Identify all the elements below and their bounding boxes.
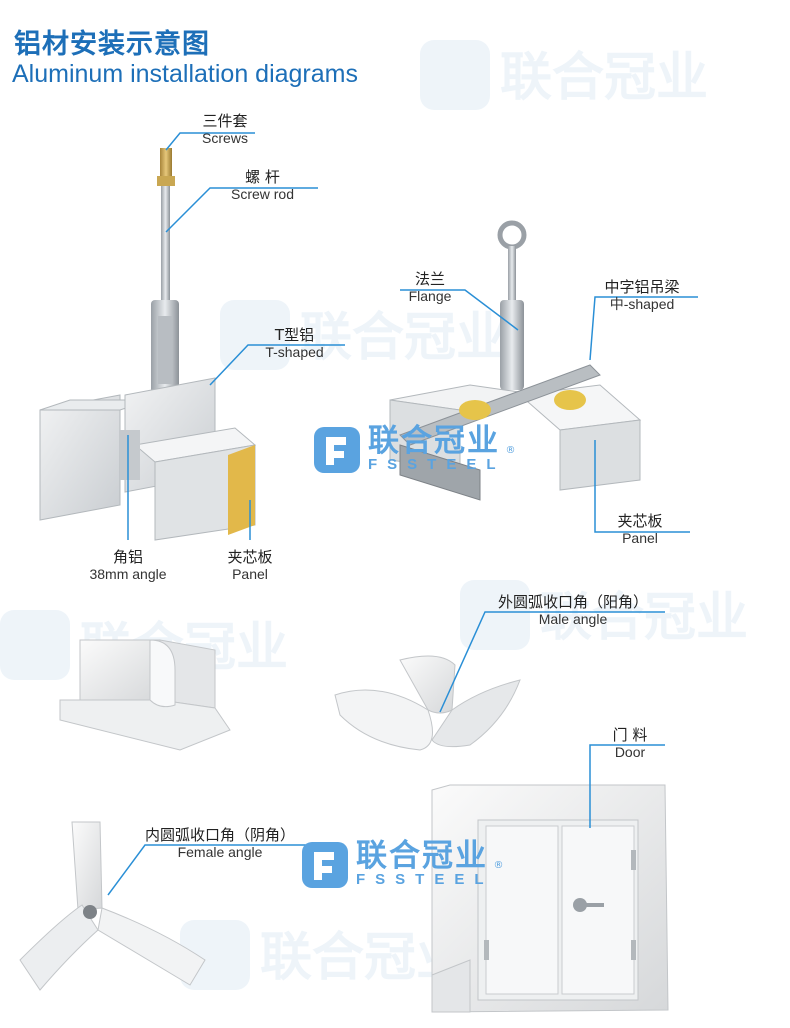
screw-rod-part xyxy=(161,186,170,326)
label-door: 门 料 Door xyxy=(612,726,648,760)
brand-logo-cn: 联合冠业 xyxy=(356,838,488,875)
label-t-shaped: T型铝 T-shaped xyxy=(265,326,324,360)
label-panel-right: 夹芯板 Panel xyxy=(617,512,663,546)
page-title-cn: 铝材安装示意图 xyxy=(14,29,210,60)
label-male-angle: 外圆弧收口角（阳角） Male angle xyxy=(497,593,648,627)
brand-logo-en: FSSTEEL xyxy=(356,871,494,889)
page-title-en: Aluminum installation diagrams xyxy=(12,60,358,88)
brand-logo: 联合冠业 FSSTEEL ® xyxy=(300,840,504,890)
label-panel-left: 夹芯板 Panel xyxy=(227,548,273,582)
panel-right-part xyxy=(559,419,641,491)
brand-logo-mark-icon xyxy=(314,427,360,473)
door-part xyxy=(431,784,669,1013)
label-zhong-beam: 中字铝吊梁 中-shaped xyxy=(604,278,680,312)
label-female-angle: 内圆弧收口角（阴角） Female angle xyxy=(144,826,295,860)
brand-logo-cn: 联合冠业 xyxy=(368,423,500,460)
female-angle-part xyxy=(19,821,206,991)
label-flange: 法兰 Flange xyxy=(408,270,452,304)
screws-part xyxy=(160,148,172,182)
registered-mark: ® xyxy=(493,859,504,871)
male-angle-part xyxy=(334,655,521,751)
zhong-beam-part xyxy=(399,364,601,446)
brand-logo-mark-icon xyxy=(302,842,348,888)
brand-logo: 联合冠业 FSSTEEL ® xyxy=(312,425,516,475)
corner-piece xyxy=(59,639,231,751)
brand-logo-en: FSSTEEL xyxy=(368,456,506,474)
label-angle-38: 角铝 38mm angle xyxy=(89,548,167,582)
registered-mark: ® xyxy=(505,444,516,456)
t-shaped-assembly xyxy=(39,148,257,541)
label-screws: 三件套 Screws xyxy=(202,112,248,146)
label-screw-rod: 螺 杆 Screw rod xyxy=(230,168,295,202)
